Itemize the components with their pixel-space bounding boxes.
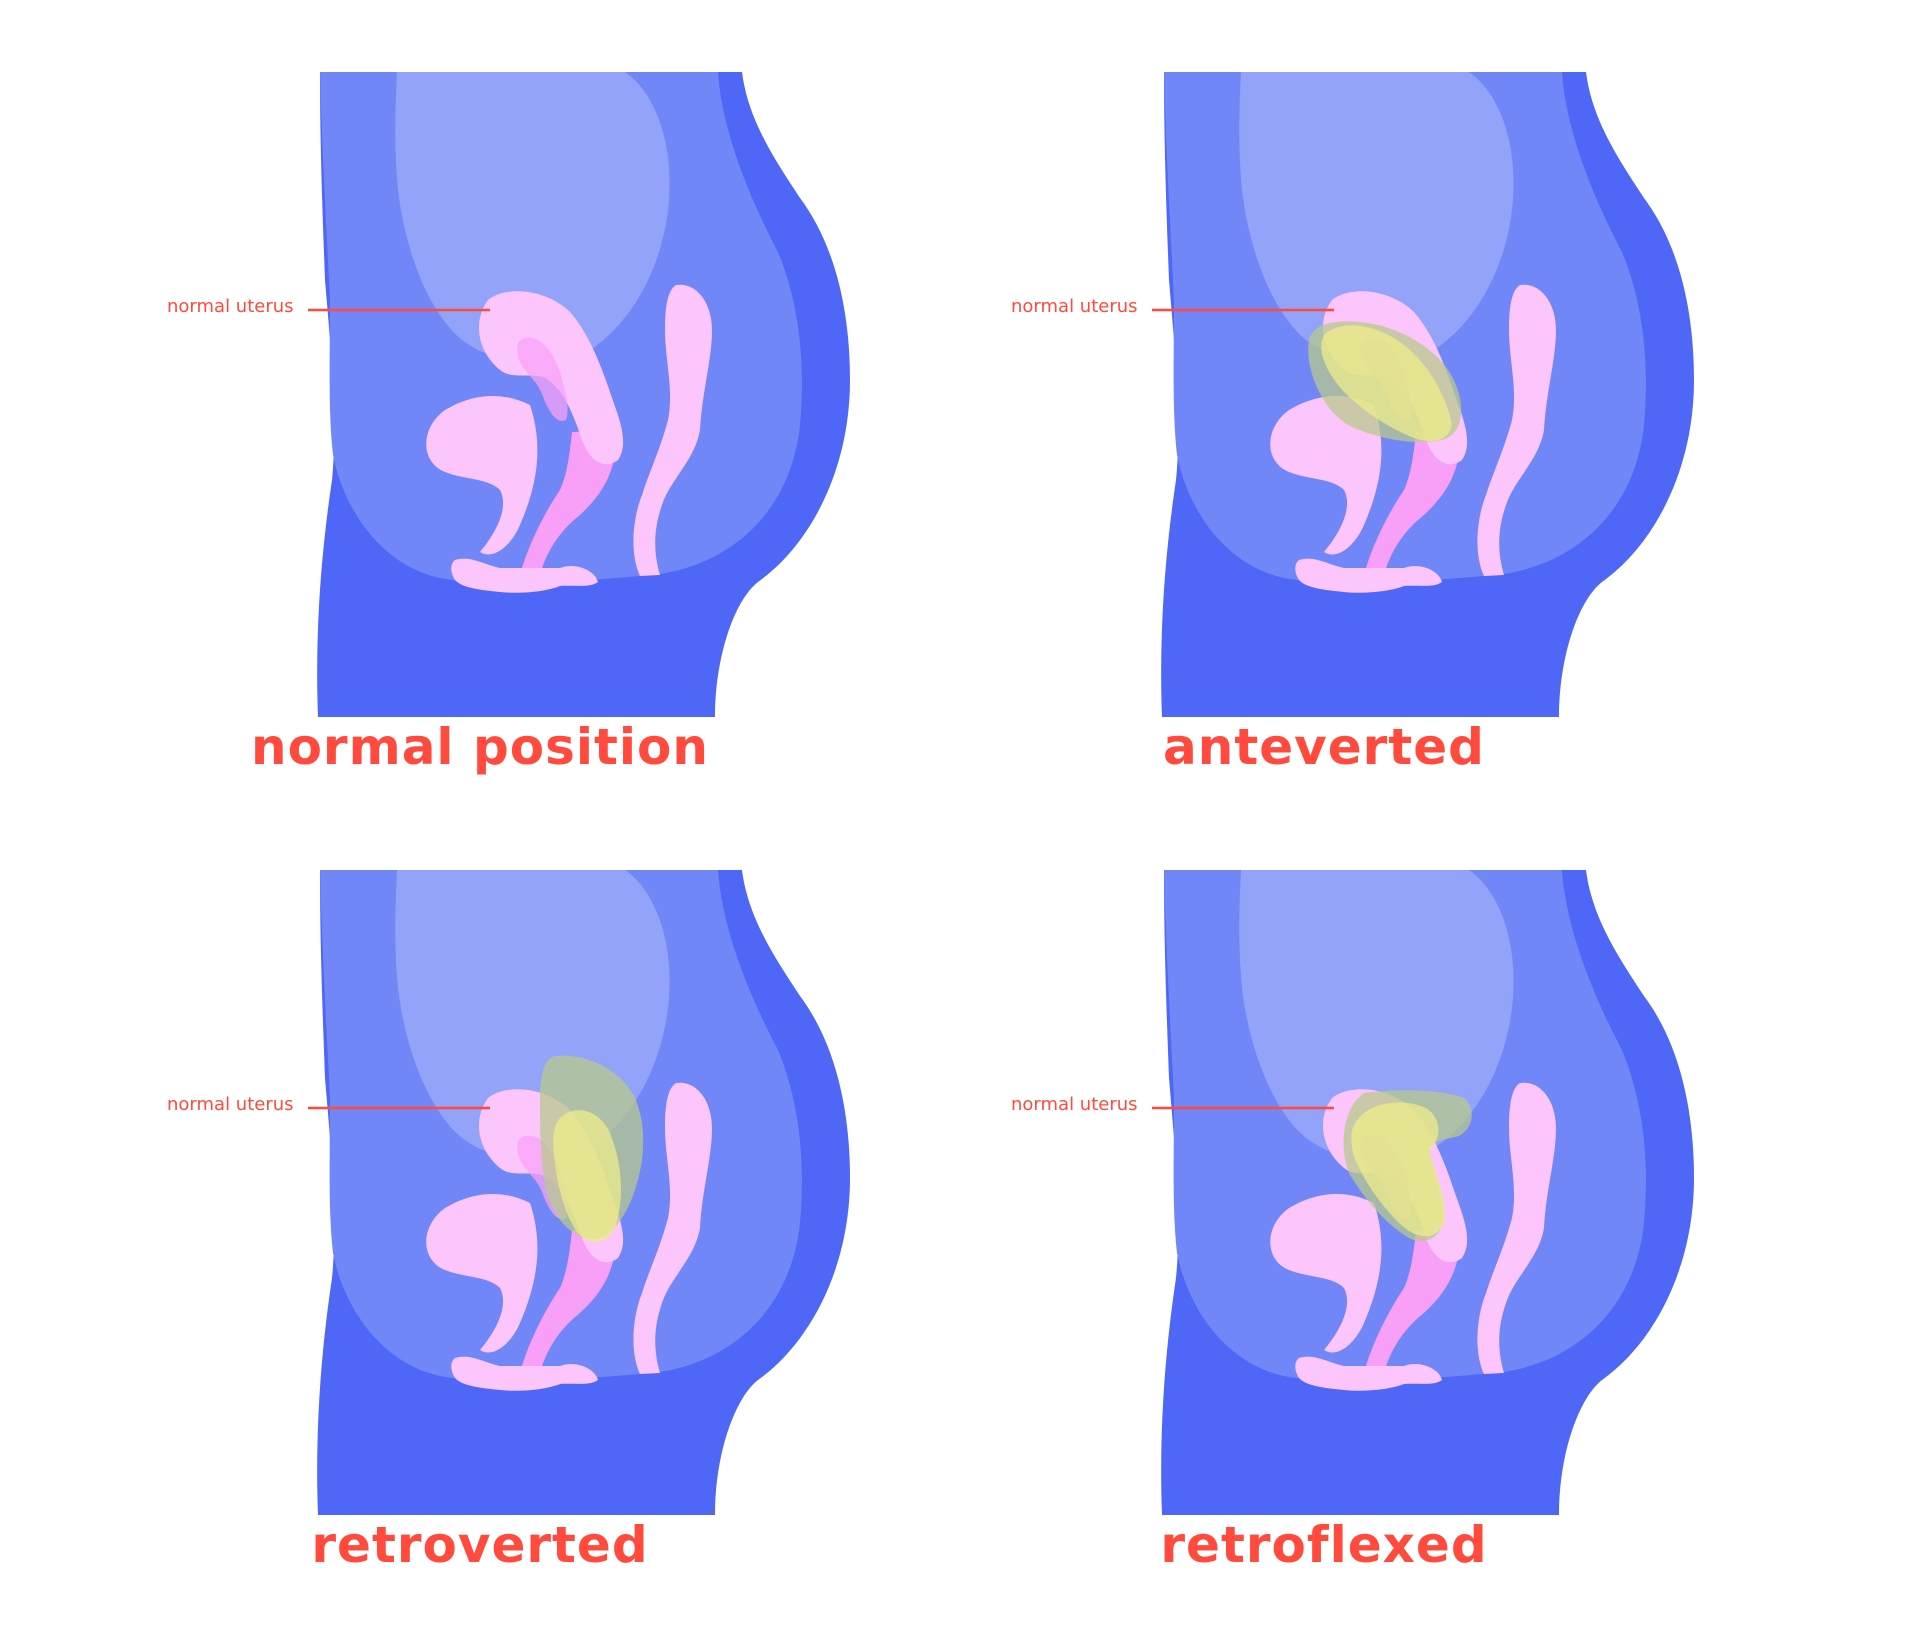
displaced-uterus bbox=[1351, 1102, 1446, 1237]
displaced-uterus bbox=[553, 1110, 622, 1243]
callout-label: normal uterus bbox=[1011, 1094, 1138, 1115]
panel-retroverted: normal uterus retroverted bbox=[0, 798, 960, 1615]
anatomy-diagram bbox=[308, 72, 850, 717]
panel-title: retroverted bbox=[311, 1516, 649, 1574]
callout-label: normal uterus bbox=[167, 1094, 294, 1115]
panel-retroflexed: normal uterus retroflexed bbox=[844, 798, 1804, 1615]
panel-title: normal position bbox=[250, 718, 710, 776]
displaced-uterus bbox=[1321, 325, 1452, 442]
panel-anteverted: normal uterus anteverted bbox=[844, 0, 1804, 817]
anatomy-diagram bbox=[308, 870, 850, 1515]
anatomy-diagram bbox=[1152, 72, 1694, 717]
anatomy-diagram bbox=[1152, 870, 1694, 1515]
panel-title: retroflexed bbox=[1160, 1516, 1488, 1574]
callout-label: normal uterus bbox=[1011, 296, 1138, 317]
panel-title: anteverted bbox=[1163, 718, 1485, 776]
callout-label: normal uterus bbox=[167, 296, 294, 317]
panel-normal-position: normal uterus normal position bbox=[0, 0, 960, 817]
